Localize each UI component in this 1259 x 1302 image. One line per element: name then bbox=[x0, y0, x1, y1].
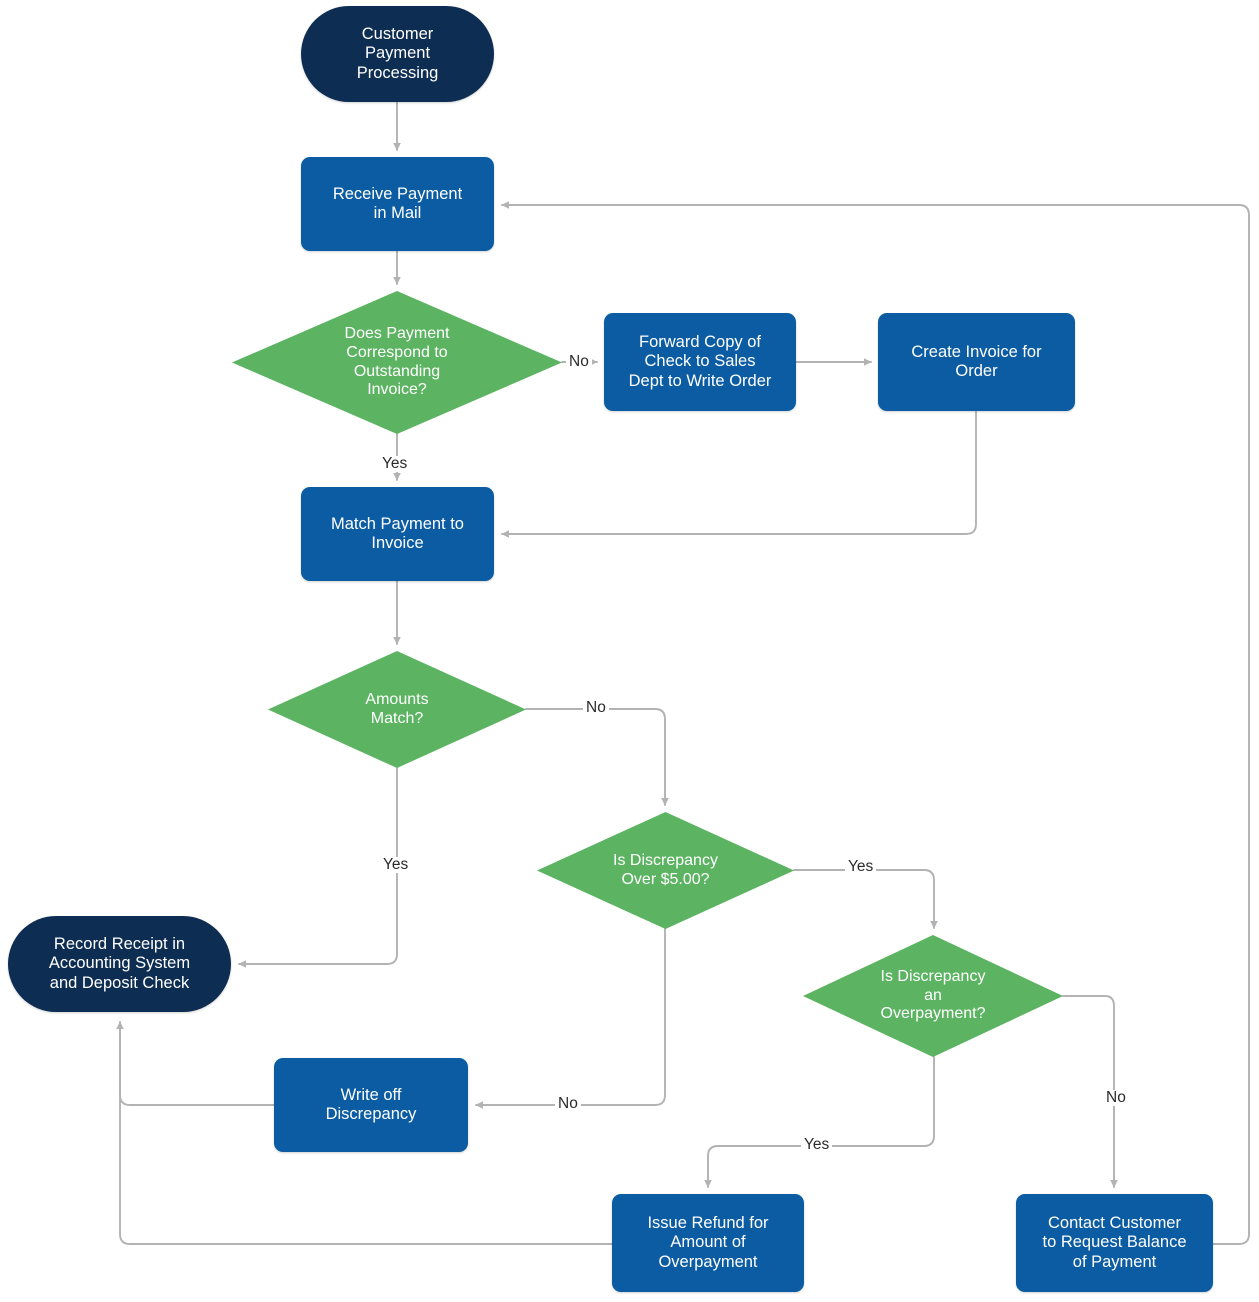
edge-writeoff-record bbox=[116, 1021, 275, 1106]
node-record-receipt-and-deposit-check[interactable]: Record Receipt in Accounting System and … bbox=[8, 916, 231, 1012]
node-decision-amounts-match[interactable]: Amounts Match? bbox=[268, 651, 526, 768]
edge-overpayment-refund bbox=[704, 1056, 935, 1188]
edge-label-over5-no: No bbox=[555, 1096, 581, 1112]
node-label: Contact Customer to Request Balance of P… bbox=[1042, 1213, 1187, 1271]
edge-refund-record bbox=[119, 1021, 613, 1245]
node-label: Receive Payment in Mail bbox=[332, 184, 463, 222]
edge-invoice-match bbox=[501, 410, 977, 538]
node-issue-refund-for-overpayment[interactable]: Issue Refund for Amount of Overpayment bbox=[612, 1194, 804, 1292]
edge-overpayment-contact bbox=[1062, 995, 1118, 1188]
node-label: Create Invoice for Order bbox=[911, 342, 1042, 380]
edge-label-overpayment-yes: Yes bbox=[801, 1137, 833, 1153]
node-create-invoice-for-order[interactable]: Create Invoice for Order bbox=[878, 313, 1075, 411]
node-label: Record Receipt in Accounting System and … bbox=[48, 934, 191, 992]
edge-label-amounts-no: No bbox=[583, 700, 609, 716]
edge-label-amounts-yes: Yes bbox=[380, 857, 412, 873]
node-label: Is Discrepancy Over $5.00? bbox=[613, 851, 718, 888]
node-label: Is Discrepancy an Overpayment? bbox=[880, 967, 986, 1023]
node-decision-payment-corresponds-to-invoice[interactable]: Does Payment Correspond to Outstanding I… bbox=[232, 291, 562, 434]
node-decision-discrepancy-is-overpayment[interactable]: Is Discrepancy an Overpayment? bbox=[803, 935, 1063, 1057]
node-label: Amounts Match? bbox=[365, 690, 429, 727]
edge-amounts-record bbox=[238, 767, 398, 968]
edge-over5-overpayment bbox=[793, 869, 938, 929]
edge-label-correspond-no: No bbox=[566, 354, 592, 370]
node-label: Customer Payment Processing bbox=[356, 24, 439, 82]
edge-label-over5-yes: Yes bbox=[845, 859, 877, 875]
node-decision-discrepancy-over-5-dollars[interactable]: Is Discrepancy Over $5.00? bbox=[537, 812, 794, 929]
node-receive-payment-in-mail[interactable]: Receive Payment in Mail bbox=[301, 157, 494, 251]
node-label: Forward Copy of Check to Sales Dept to W… bbox=[628, 332, 772, 390]
edge-contact-receive bbox=[501, 201, 1250, 1245]
edge-label-correspond-yes: Yes bbox=[379, 456, 411, 472]
node-label: Does Payment Correspond to Outstanding I… bbox=[344, 324, 450, 399]
node-forward-copy-of-check-to-sales[interactable]: Forward Copy of Check to Sales Dept to W… bbox=[604, 313, 796, 411]
node-contact-customer-request-balance[interactable]: Contact Customer to Request Balance of P… bbox=[1016, 1194, 1213, 1292]
node-write-off-discrepancy[interactable]: Write off Discrepancy bbox=[274, 1058, 468, 1152]
edge-label-overpayment-no: No bbox=[1103, 1090, 1129, 1106]
edge-over5-writeoff bbox=[475, 928, 666, 1109]
node-label: Issue Refund for Amount of Overpayment bbox=[647, 1213, 769, 1271]
node-label: Match Payment to Invoice bbox=[331, 514, 464, 552]
node-label: Write off Discrepancy bbox=[325, 1085, 417, 1123]
edge-amounts-over5 bbox=[525, 708, 669, 806]
node-start-customer-payment-processing[interactable]: Customer Payment Processing bbox=[301, 6, 494, 102]
node-match-payment-to-invoice[interactable]: Match Payment to Invoice bbox=[301, 487, 494, 581]
